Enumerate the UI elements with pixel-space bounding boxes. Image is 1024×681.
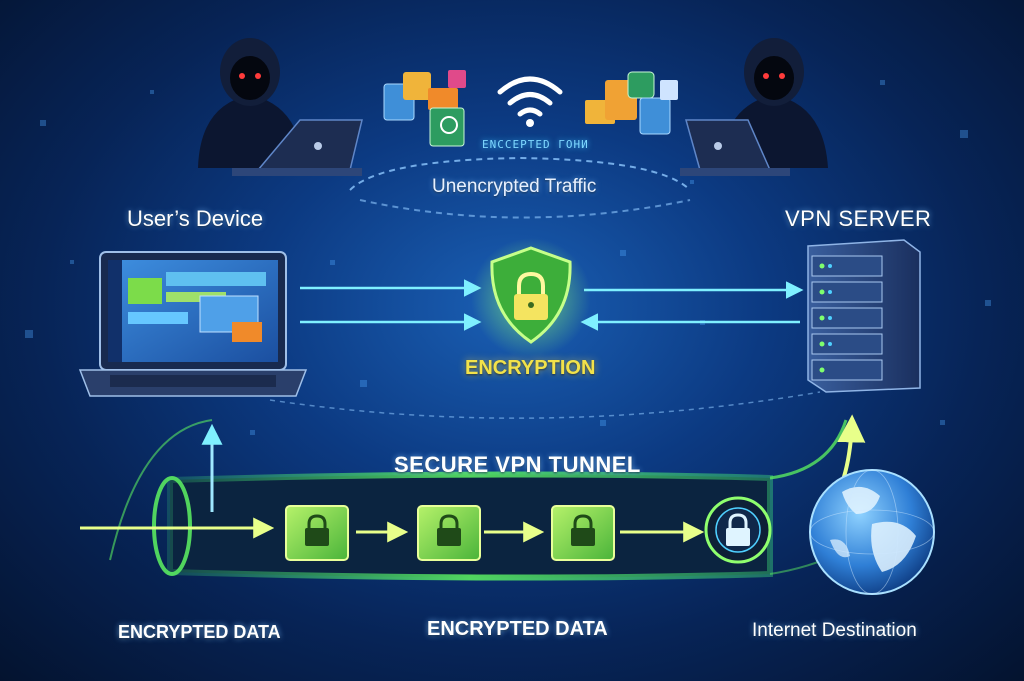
- unencrypted-traffic-return: [359, 199, 691, 219]
- encrypted-box-icon: [551, 505, 615, 561]
- padlock-icon: [704, 496, 772, 564]
- encryption-return-arc: [269, 391, 821, 419]
- hacker-right-icon: [680, 38, 828, 176]
- encrypted-data-label-left: ENCRYPTED DATA: [118, 622, 281, 642]
- internet-destination-label: Internet Destination: [752, 620, 917, 641]
- intercepted-packets-left: [383, 70, 466, 147]
- hacker-left-icon: [198, 38, 363, 176]
- tunnel-flow-arrows: [80, 517, 705, 543]
- server-icon: [807, 239, 921, 393]
- data-stream-text: ENCCEPTED ГОНИ: [482, 138, 589, 151]
- encryption-label: ENCRYPTION: [465, 357, 596, 379]
- secure-vpn-tunnel-label: SECURE VPN TUNNEL: [394, 452, 641, 477]
- encrypted-box-icon: [417, 505, 481, 561]
- encryption-arrows: [300, 279, 804, 331]
- encrypted-data-label-middle: ENCRYPTED DATA: [427, 618, 608, 640]
- unencrypted-traffic-label: Unencrypted Traffic: [432, 176, 597, 197]
- intercepted-packets-right: [585, 71, 678, 135]
- encrypted-box-icon: [285, 505, 349, 561]
- users-device-label: User’s Device: [127, 206, 264, 231]
- wifi-icon: [497, 76, 563, 127]
- unencrypted-traffic-arc: [349, 156, 691, 191]
- globe-icon: [809, 469, 935, 595]
- vpn-server-label: VPN SERVER: [785, 206, 932, 231]
- laptop-icon: [78, 251, 308, 397]
- vpn-tunnel: [109, 419, 901, 581]
- shield-lock-icon: [471, 238, 591, 358]
